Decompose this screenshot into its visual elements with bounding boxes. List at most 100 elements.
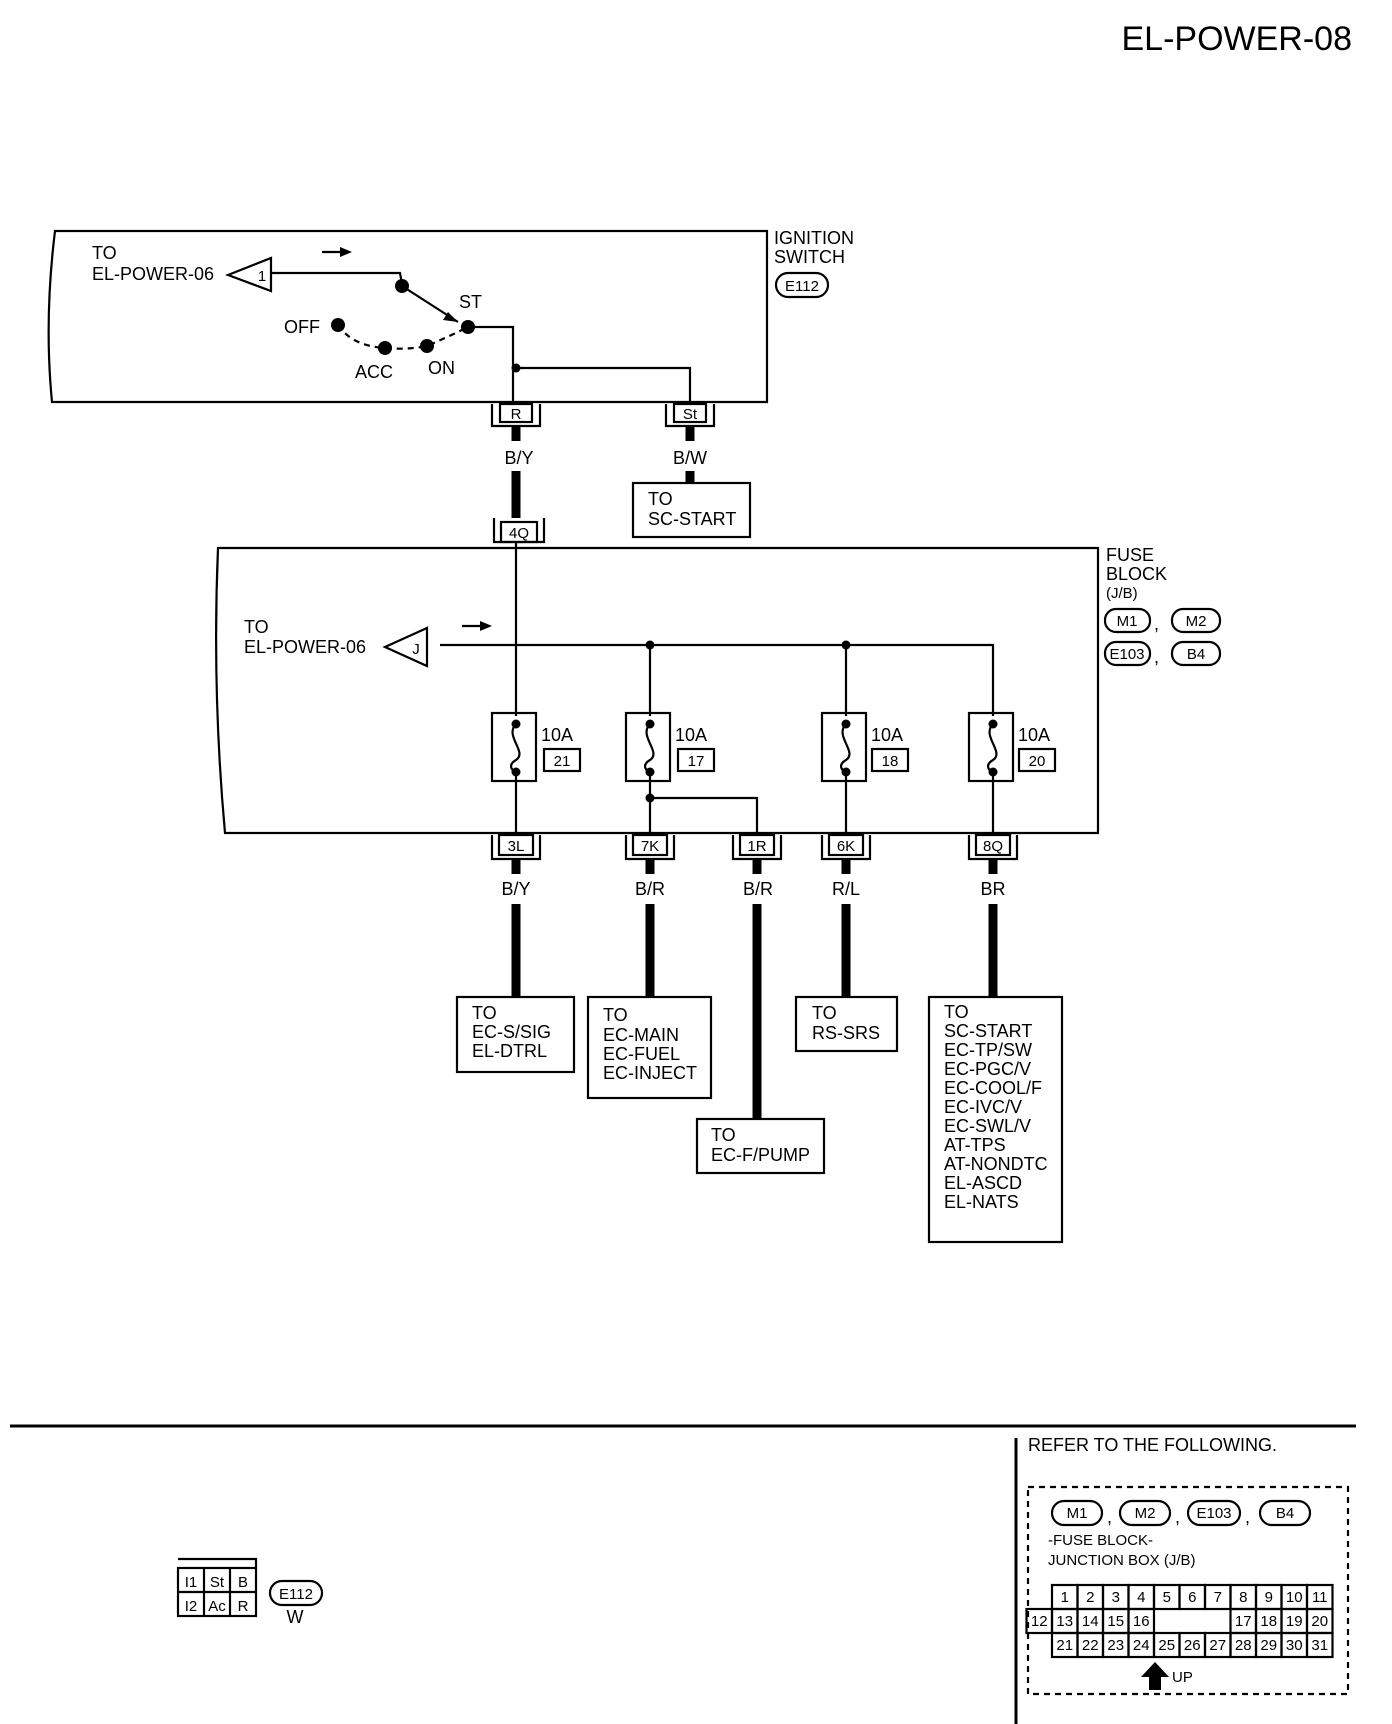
ign-feed-wire (271, 271, 404, 285)
jb-cavity-label: 6 (1188, 1589, 1196, 1606)
connector-e112-face-oval (268, 1579, 324, 1607)
terminal-4q (492, 518, 546, 544)
svg-text:EC-MAIN: EC-MAIN (603, 1025, 679, 1045)
jb-cavity-label: 4 (1137, 1589, 1145, 1606)
jb-cavity (1305, 1631, 1334, 1659)
fuse-21-number: 21 (554, 753, 571, 770)
svg-text:EC-COOL/F: EC-COOL/F (944, 1078, 1042, 1098)
svg-text:EL-ASCD: EL-ASCD (944, 1173, 1022, 1193)
jb-cavity-label: 11 (1312, 1589, 1328, 1606)
connector-m2-label: M2 (1186, 613, 1207, 630)
svg-text:EL-NATS: EL-NATS (944, 1192, 1019, 1212)
wire-label-8q: BR (980, 879, 1005, 899)
fuse-17-amps: 10A (675, 725, 707, 745)
jb-cavity-label: 3 (1112, 1589, 1120, 1606)
jb-cavity-label: 5 (1163, 1589, 1171, 1606)
terminal-3l-label: 3L (508, 838, 525, 855)
jb-cavity-label: 20 (1311, 1613, 1328, 1630)
svg-text:R: R (238, 1598, 249, 1615)
switch-pos-on: ON (428, 358, 455, 378)
connector-e112-oval (774, 271, 830, 299)
svg-text:TO: TO (472, 1003, 497, 1023)
jb-cavity-label: 12 (1031, 1613, 1048, 1630)
ign-to-label: TO (92, 243, 117, 263)
page-id: EL-POWER-08 (1122, 20, 1353, 58)
svg-text:,: , (1245, 1507, 1250, 1527)
terminal-r-label: R (511, 406, 522, 423)
jb-cavity-label: 19 (1286, 1613, 1303, 1630)
sc-start-to: TO (648, 489, 673, 509)
connector-m2-oval (1170, 607, 1222, 634)
connector-e112-face (176, 1557, 258, 1618)
jb-cavity-label: 9 (1265, 1589, 1273, 1606)
svg-text:SC-START: SC-START (944, 1021, 1032, 1041)
svg-text:EC-S/SIG: EC-S/SIG (472, 1022, 551, 1042)
dest-box-ec-main: TO EC-MAIN EC-FUEL EC-INJECT (586, 995, 713, 1100)
jb-cavity-label: 31 (1311, 1637, 1328, 1654)
wire-label-3l: B/Y (501, 879, 530, 899)
up-arrow-icon (1141, 1662, 1169, 1690)
fuse-21-amps: 10A (541, 725, 573, 745)
fuse-20-number: 20 (1029, 753, 1046, 770)
svg-text:AT-NONDTC: AT-NONDTC (944, 1154, 1048, 1174)
refer-title: REFER TO THE FOLLOWING. (1028, 1435, 1277, 1455)
connector-e103-label: E103 (1109, 646, 1144, 663)
terminal-7k-label: 7K (641, 838, 659, 855)
fb-to-label: TO (244, 617, 269, 637)
dest-box-ec-s-sig: TO EC-S/SIG EL-DTRL (455, 995, 576, 1074)
connector-e103-oval (1103, 640, 1152, 667)
svg-text:EC-IVC/V: EC-IVC/V (944, 1097, 1022, 1117)
svg-text:TO: TO (603, 1005, 628, 1025)
connector-e112-color: W (287, 1607, 304, 1627)
jb-cavity-label: 2 (1086, 1589, 1094, 1606)
sc-start-target: SC-START (648, 509, 736, 529)
wire-label-7k: B/R (635, 879, 665, 899)
refer-connector-m1: M1 (1067, 1505, 1088, 1522)
ign-to-target: EL-POWER-06 (92, 264, 214, 284)
svg-text:AT-TPS: AT-TPS (944, 1135, 1006, 1155)
dest-box-sc-start-multi: TO SC-START EC-TP/SW EC-PGC/V EC-COOL/F … (927, 995, 1064, 1244)
fuse-block-box (215, 546, 1100, 835)
refer-up-label: UP (1172, 1669, 1193, 1686)
ignition-switch-box (47, 229, 769, 404)
refer-connector-b4: B4 (1276, 1505, 1294, 1522)
jb-cavity-label: 21 (1056, 1637, 1073, 1654)
fuse-20 (967, 711, 1015, 783)
svg-text:RS-SRS: RS-SRS (812, 1023, 880, 1043)
ignition-switch-title-2: SWITCH (774, 247, 845, 267)
terminal-8q-label: 8Q (983, 838, 1003, 855)
wire-label-6k: R/L (832, 879, 860, 899)
refer-connector-e103: E103 (1196, 1505, 1231, 1522)
fuse-block-title-3: (J/B) (1106, 585, 1138, 602)
jb-cavity-label: 23 (1107, 1637, 1124, 1654)
jb-cavity-label: 18 (1260, 1613, 1277, 1630)
refer-desc-1: -FUSE BLOCK- (1048, 1532, 1153, 1549)
refer-dashed-box (1026, 1485, 1350, 1696)
wire-label-by-top: B/Y (504, 448, 533, 468)
svg-text:EL-DTRL: EL-DTRL (472, 1041, 547, 1061)
fuse-18 (820, 711, 868, 783)
fb-bus-wire (440, 643, 995, 716)
terminal-st-label: St (683, 406, 698, 423)
svg-text:EC-TP/SW: EC-TP/SW (944, 1040, 1032, 1060)
jb-cavity-label: 17 (1235, 1613, 1252, 1630)
svg-text:EC-F/PUMP: EC-F/PUMP (711, 1145, 810, 1165)
svg-text:B: B (238, 1574, 248, 1591)
terminal-1r-label: 1R (747, 838, 766, 855)
svg-text:EC-PGC/V: EC-PGC/V (944, 1059, 1031, 1079)
switch-pos-acc: ACC (355, 362, 393, 382)
svg-text:,: , (1107, 1507, 1112, 1527)
switch-pos-off: OFF (284, 317, 320, 337)
switch-position-arc (337, 324, 469, 350)
svg-text:I1: I1 (185, 1574, 198, 1591)
fuse-block-title-1: FUSE (1106, 545, 1154, 565)
jb-cavity-label: 22 (1082, 1637, 1099, 1654)
refer-desc-2: JUNCTION BOX (J/B) (1048, 1552, 1196, 1569)
dest-box-rs-srs: TO RS-SRS (794, 995, 899, 1053)
jb-cavity-label: 10 (1286, 1589, 1303, 1606)
fuse-21 (490, 711, 538, 783)
jb-cavity-label: 15 (1107, 1613, 1124, 1630)
jb-cavity-label: 8 (1239, 1589, 1247, 1606)
